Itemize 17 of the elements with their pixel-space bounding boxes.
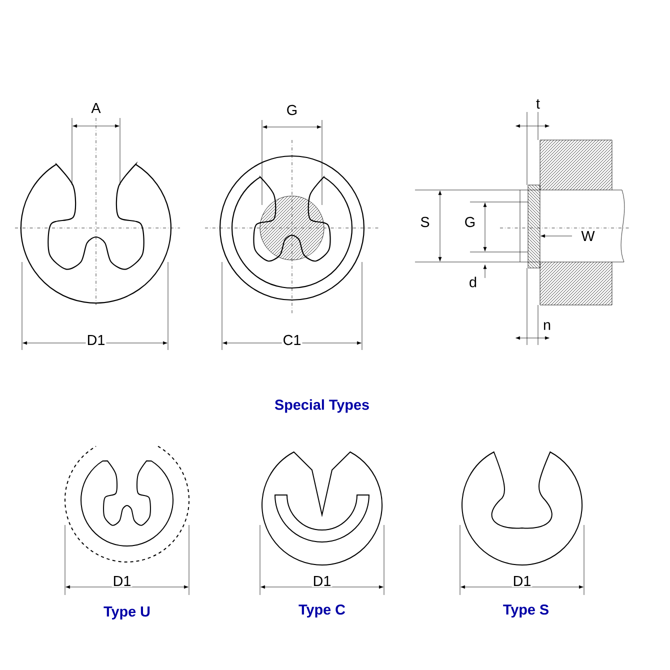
dimension-label: S	[419, 216, 431, 228]
type-caption: Type U	[104, 606, 150, 620]
dimension-label: D1	[512, 575, 532, 587]
dimension-label: n	[542, 321, 552, 331]
dimension-label: A	[90, 102, 102, 114]
dimension-label: t	[535, 98, 541, 110]
dimension-label: d	[468, 276, 478, 288]
dimension-label: C1	[282, 334, 302, 346]
dimension-label: D1	[112, 575, 132, 587]
section-heading: Special Types	[274, 399, 369, 413]
dimension-label: D1	[86, 334, 106, 346]
type-caption: Type C	[298, 604, 346, 618]
dimension-label: G	[463, 216, 477, 228]
dimension-label: D1	[312, 575, 332, 587]
dimension-label: W	[580, 230, 596, 242]
type-caption: Type S	[503, 604, 548, 618]
dimension-label: G	[285, 104, 299, 116]
